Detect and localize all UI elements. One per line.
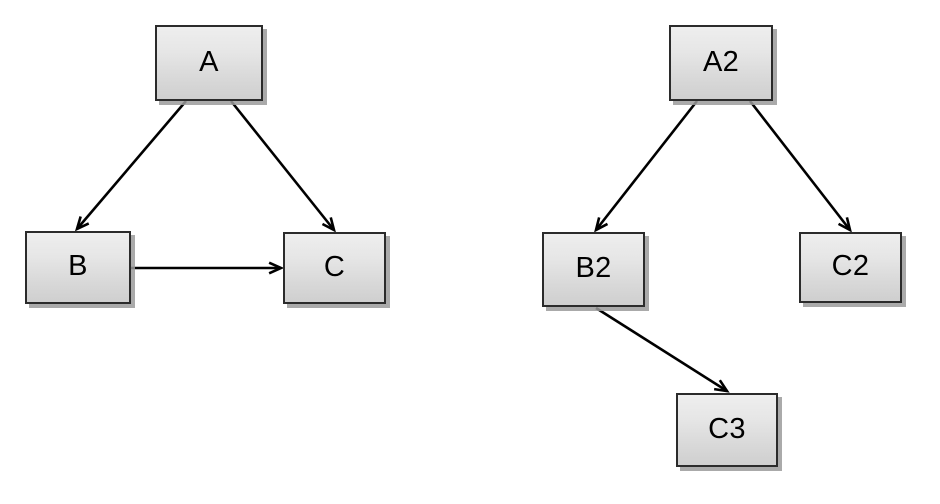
node-c[interactable]: C	[283, 232, 386, 304]
node-label: B	[68, 250, 88, 282]
node-c3[interactable]: C3	[676, 393, 778, 467]
edge-a2-to-b2[interactable]	[594, 100, 699, 233]
node-a2[interactable]: A2	[669, 25, 773, 101]
arrowhead-icon	[713, 379, 730, 393]
node-label: C3	[708, 412, 746, 445]
arrowhead-icon	[594, 217, 609, 233]
edge-line	[594, 100, 699, 231]
arrowhead-icon	[74, 216, 90, 232]
node-label: A	[199, 45, 219, 78]
edge-a-to-b[interactable]	[74, 100, 187, 232]
edge-line	[748, 100, 852, 231]
arrowhead-icon	[837, 217, 852, 233]
node-a[interactable]: A	[155, 25, 263, 101]
arrowhead-icon	[268, 261, 285, 275]
node-b2[interactable]: B2	[542, 232, 645, 307]
edge-line	[76, 100, 187, 230]
edge-line	[229, 100, 336, 231]
edge-b-to-c[interactable]	[131, 261, 285, 275]
edge-a2-to-c2[interactable]	[748, 100, 852, 233]
arrowhead-icon	[321, 217, 336, 233]
node-label: C	[323, 250, 346, 283]
edge-a-to-c[interactable]	[229, 100, 336, 233]
node-label: C2	[831, 250, 870, 282]
node-label: B2	[575, 252, 612, 284]
edge-line	[595, 306, 728, 393]
node-c2[interactable]: C2	[799, 232, 902, 303]
node-label: A2	[702, 45, 740, 78]
edge-b2-to-c3[interactable]	[595, 306, 730, 393]
node-b[interactable]: B	[25, 231, 131, 304]
